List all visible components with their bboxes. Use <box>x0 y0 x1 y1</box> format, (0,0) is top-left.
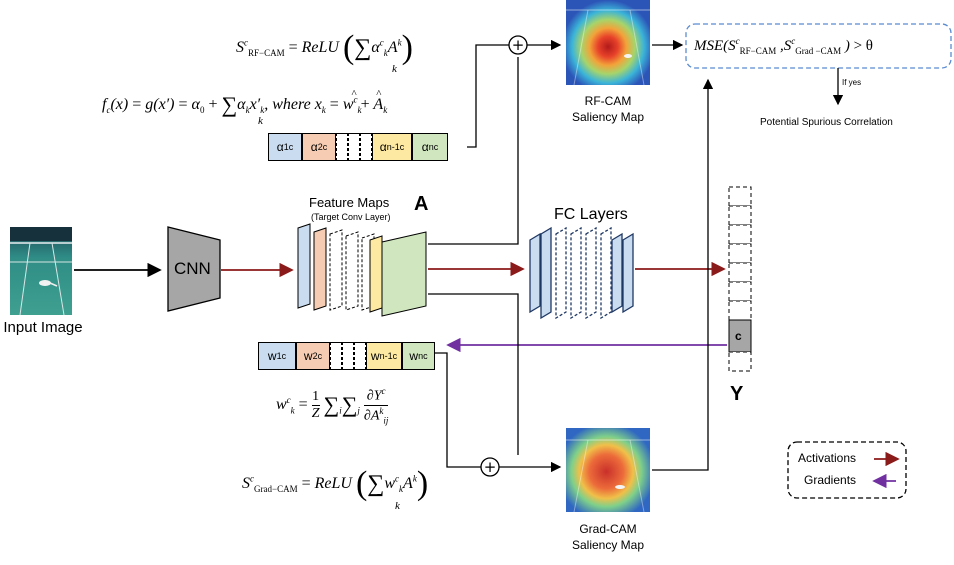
feature-maps-symbol: A <box>414 193 429 215</box>
fc-layers <box>529 226 634 320</box>
output-symbol: Y <box>730 383 744 405</box>
rf-cam-label-line1: RF-CAM <box>584 94 632 108</box>
input-image-label: Input Image <box>3 319 83 336</box>
alpha-cell-gap-1 <box>336 133 348 161</box>
alpha-cell-gap-2 <box>348 133 360 161</box>
weight-cell-gap-1 <box>330 342 342 370</box>
cnn-label: CNN <box>174 259 211 278</box>
rf-cam-equation-index: k <box>392 63 397 75</box>
grad-cam-label-line1: Grad-CAM <box>579 522 637 536</box>
alpha-cell-gap-3 <box>360 133 372 161</box>
grad-cam-equation-index: k <box>395 500 400 512</box>
surrogate-equation-index: k <box>258 115 263 127</box>
mse-box <box>685 23 952 69</box>
rf-cam-equation: ScRF−CAM = ReLU (∑αckAk) <box>236 29 413 66</box>
cnn-block <box>167 226 221 312</box>
output-class-label: c <box>735 329 742 343</box>
svg-text:+: + <box>484 458 497 476</box>
features-to-grad-plus-line <box>428 293 519 455</box>
rf-cam-saliency-map <box>566 0 650 86</box>
alpha-to-plus-line <box>467 44 509 148</box>
feature-maps-title: Feature Maps <box>309 195 390 210</box>
fc-layers-label: FC Layers <box>554 206 628 223</box>
mse-result-label: Potential Spurious Correlation <box>760 117 893 128</box>
svg-text:+: + <box>512 36 525 54</box>
surrogate-equation: fc(x) = g(x′) = α0 + ∑αkx′k, where xk = … <box>102 88 388 117</box>
feature-maps-subtitle: (Target Conv Layer) <box>311 212 391 222</box>
grad-cam-equation: ScGrad−CAM = ReLU (∑wckAk) <box>242 465 429 502</box>
feature-map-stack <box>297 223 427 317</box>
gradcam-to-mse-arrow <box>652 78 714 471</box>
weight-cell-gap-3 <box>354 342 366 370</box>
features-to-rf-plus-line <box>428 57 519 245</box>
mse-if-yes-label: If yes <box>842 78 862 87</box>
weight-cell-gap-2 <box>342 342 354 370</box>
grad-cam-saliency-map <box>566 428 650 513</box>
output-vector <box>728 186 752 372</box>
mse-equation: MSE(ScRF−CAM ,ScGrad −CAM ) > θ <box>694 36 873 56</box>
legend-gradients-label: Gradients <box>804 473 857 487</box>
grad-cam-label-line2: Saliency Map <box>571 538 645 552</box>
legend-activations-label: Activations <box>798 451 857 465</box>
weights-to-plus-line <box>435 352 481 468</box>
input-image <box>10 227 72 316</box>
rf-cam-label-line2: Saliency Map <box>571 110 645 124</box>
